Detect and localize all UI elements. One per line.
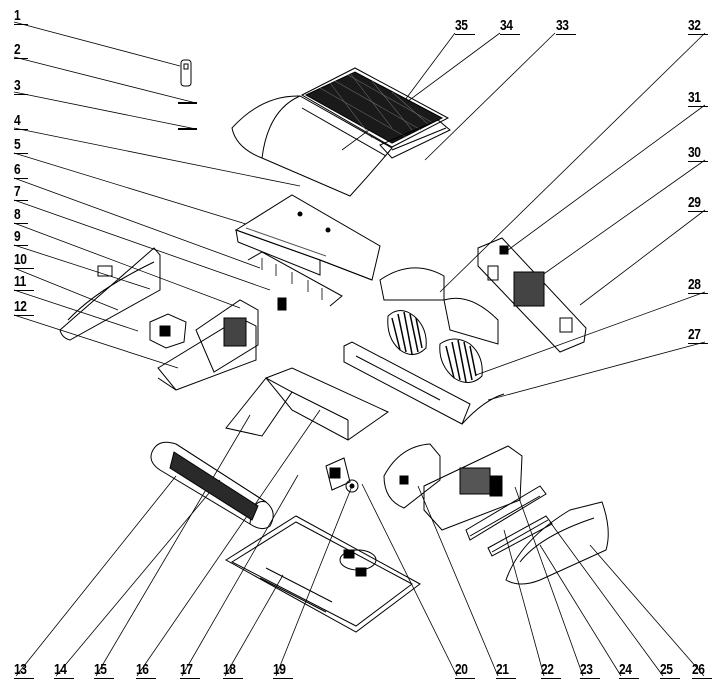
underline-15 — [94, 678, 114, 679]
underline-16 — [136, 678, 156, 679]
part-12-control-box — [158, 300, 258, 390]
label-22: 22 — [541, 661, 554, 678]
part-34-filter-mesh — [302, 68, 448, 147]
label-6: 6 — [14, 161, 21, 178]
part-21-electrical-box — [424, 446, 522, 530]
part-20-right-side-cover — [384, 444, 440, 508]
label-14: 14 — [54, 661, 67, 678]
underline-9 — [14, 245, 28, 246]
label-34: 34 — [500, 17, 513, 34]
underline-32 — [688, 34, 708, 35]
part-19-fan-bracket — [346, 480, 358, 492]
underline-23 — [580, 678, 600, 679]
label-10: 10 — [14, 251, 27, 268]
label-26: 26 — [692, 661, 705, 678]
underline-5 — [14, 153, 28, 154]
label-17: 17 — [180, 661, 193, 678]
part-16-drain-pan — [226, 368, 388, 440]
underline-13 — [14, 678, 34, 679]
underline-12 — [14, 315, 34, 316]
label-11: 11 — [14, 273, 26, 290]
label-30: 30 — [688, 144, 701, 161]
label-19: 19 — [273, 661, 286, 678]
label-18: 18 — [223, 661, 236, 678]
label-8: 8 — [14, 206, 21, 223]
underline-18 — [223, 678, 243, 679]
part-30-fan-scroll-front — [388, 311, 483, 383]
label-31: 31 — [688, 89, 701, 106]
underline-26 — [692, 678, 712, 679]
label-35: 35 — [455, 17, 468, 34]
label-3: 3 — [14, 77, 21, 94]
underline-29 — [688, 211, 708, 212]
underline-11 — [14, 290, 34, 291]
label-27: 27 — [688, 326, 701, 343]
underline-19 — [273, 678, 293, 679]
part-23-cover-plate — [488, 516, 552, 556]
underline-2 — [14, 58, 28, 59]
label-29: 29 — [688, 194, 701, 211]
label-33: 33 — [556, 17, 569, 34]
label-23: 23 — [580, 661, 593, 678]
label-20: 20 — [455, 661, 468, 678]
label-13: 13 — [14, 661, 27, 678]
underline-21 — [496, 678, 516, 679]
label-24: 24 — [619, 661, 632, 678]
label-16: 16 — [136, 661, 149, 678]
part-32-fan-scroll-upper — [380, 268, 498, 344]
label-4: 4 — [14, 112, 21, 129]
underline-4 — [14, 129, 28, 130]
underline-3 — [14, 94, 28, 95]
underline-25 — [660, 678, 680, 679]
leader-lines — [14, 22, 705, 676]
part-10-left-side-panel — [60, 248, 160, 340]
underline-17 — [180, 678, 200, 679]
underline-8 — [14, 223, 28, 224]
part-29-rear-panel — [478, 238, 586, 352]
underline-33 — [556, 34, 576, 35]
part-6-louver-bar — [248, 252, 342, 310]
underline-1 — [14, 24, 28, 25]
label-5: 5 — [14, 136, 21, 153]
underline-20 — [455, 678, 475, 679]
label-28: 28 — [688, 276, 701, 293]
underline-14 — [54, 678, 74, 679]
underline-27 — [688, 343, 708, 344]
underline-28 — [688, 293, 708, 294]
part-1-clip — [181, 60, 191, 86]
underline-6 — [14, 178, 28, 179]
underline-34 — [500, 34, 520, 35]
underline-7 — [14, 200, 28, 201]
part-33-filter-frame — [380, 120, 450, 158]
underline-31 — [688, 106, 708, 107]
part-5-upper-housing — [236, 195, 380, 280]
underline-35 — [455, 34, 475, 35]
part-35-front-panel — [232, 96, 392, 196]
part-24-25-end-cap — [506, 502, 608, 584]
underline-22 — [541, 678, 561, 679]
label-7: 7 — [14, 183, 21, 200]
label-1: 1 — [14, 7, 21, 24]
part-14-grille-mesh — [170, 452, 258, 520]
part-27-blower-base — [344, 342, 504, 424]
label-25: 25 — [660, 661, 673, 678]
label-15: 15 — [94, 661, 107, 678]
part-31-small-clip — [500, 246, 508, 254]
label-9: 9 — [14, 228, 21, 245]
part-22-terminal-board — [466, 486, 546, 540]
underline-30 — [688, 161, 708, 162]
underline-10 — [14, 268, 34, 269]
label-21: 21 — [496, 661, 509, 678]
part-17-motor-mount — [326, 458, 350, 490]
label-2: 2 — [14, 41, 21, 58]
label-12: 12 — [14, 298, 27, 315]
label-32: 32 — [688, 17, 701, 34]
part-18-base-plate — [226, 516, 420, 632]
underline-24 — [619, 678, 639, 679]
part-11-motor-bracket — [150, 314, 186, 348]
